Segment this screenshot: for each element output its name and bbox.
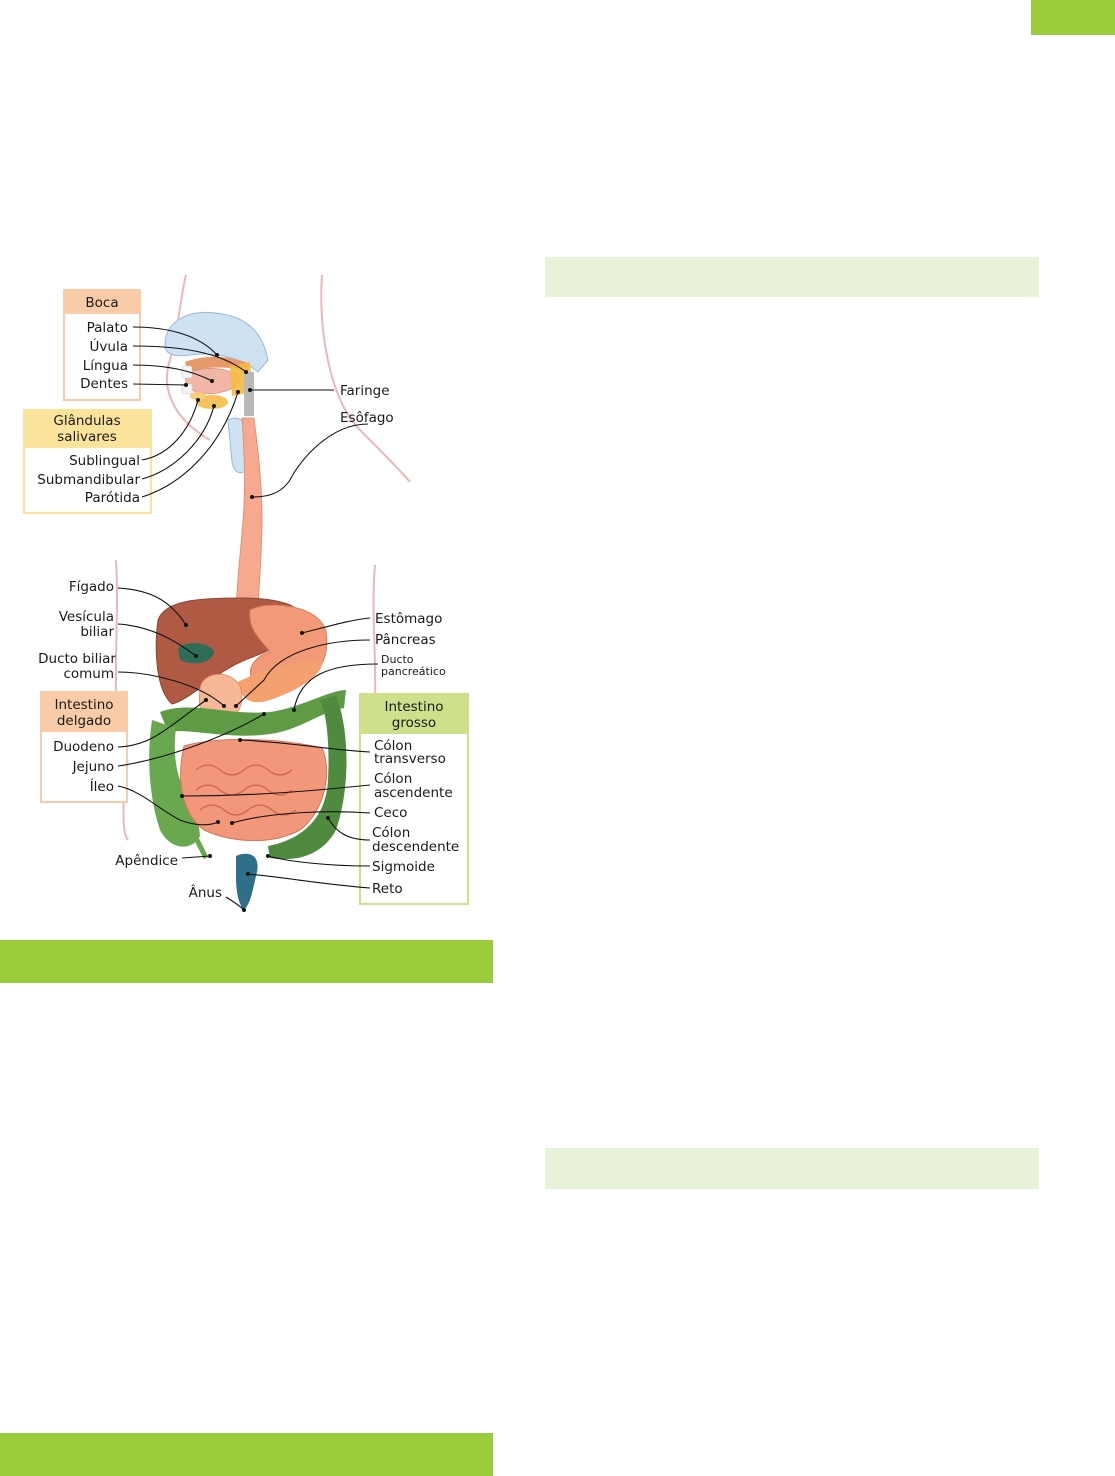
label-ceco: Ceco — [374, 805, 407, 821]
grosso-title-1: Intestino — [384, 699, 443, 715]
label-box-intestino-delgado: Intestino delgado — [40, 691, 128, 803]
label-ducto-pancreatico-2: pancreático — [381, 665, 446, 678]
sublingual-gland — [190, 392, 206, 400]
label-colon-transverso-1: Cólon — [374, 738, 412, 754]
pancreas — [238, 660, 323, 703]
gallbladder — [178, 643, 214, 664]
ascending-colon — [149, 720, 200, 847]
label-estomago: Estômago — [375, 611, 442, 627]
glandulas-title-1: Glândulas — [53, 413, 120, 429]
label-figado: Fígado — [69, 579, 114, 595]
transverse-colon — [160, 690, 346, 736]
label-sigmoide: Sigmoide — [372, 859, 435, 875]
label-anus: Ânus — [189, 883, 222, 901]
label-colon-ascendente-1: Cólon — [374, 771, 412, 787]
delgado-title-1: Intestino — [54, 697, 113, 713]
label-colon-descendente-2: descendente — [372, 839, 459, 855]
corner-tab — [1031, 0, 1115, 35]
grosso-title-2: grosso — [392, 715, 436, 731]
label-duodeno: Duodeno — [53, 739, 114, 755]
label-vesicula-2: biliar — [80, 624, 114, 640]
label-lingua: Língua — [83, 358, 128, 374]
label-pancreas: Pâncreas — [375, 632, 436, 648]
section-header-bar-1 — [545, 257, 1039, 297]
label-ducto-pancreatico-1: Ducto — [381, 653, 414, 666]
label-colon-transverso-2: transverso — [374, 751, 446, 767]
glandulas-title-2: salivares — [57, 429, 117, 445]
label-vesicula-1: Vesícula — [59, 609, 114, 625]
appendix — [193, 836, 209, 860]
leader-lines — [117, 326, 379, 911]
label-esofago: Esôfago — [340, 410, 394, 426]
label-box-intestino-grosso: Intestino grosso — [359, 693, 469, 905]
label-colon-descendente-1: Cólon — [372, 825, 410, 841]
label-submandibular: Submandibular — [37, 472, 140, 488]
head-organs — [164, 311, 269, 621]
label-apendice: Apêndice — [115, 853, 178, 869]
nasal-cavity — [164, 311, 269, 373]
small-intestine — [180, 738, 328, 842]
label-ileo: Íleo — [90, 778, 114, 795]
label-box-glandulas: Glândulas salivares — [23, 409, 152, 514]
leader-dots — [180, 353, 330, 912]
boca-title: Boca — [85, 295, 118, 311]
caption-bar-2 — [0, 1433, 493, 1476]
label-sublingual: Sublingual — [69, 453, 140, 469]
label-reto: Reto — [372, 881, 403, 897]
rectum — [236, 853, 258, 910]
delgado-title-2: delgado — [57, 713, 111, 729]
label-parotida: Parótida — [85, 490, 140, 506]
label-uvula: Úvula — [90, 337, 128, 355]
label-faringe: Faringe — [340, 383, 390, 399]
teeth-upper — [181, 365, 193, 379]
label-jejuno: Jejuno — [72, 759, 114, 775]
caption-bar-1 — [0, 940, 493, 983]
label-colon-ascendente-2: ascendente — [374, 785, 453, 801]
label-box-boca: Boca — [63, 289, 141, 401]
label-ducto-biliar-1: Ducto biliar — [38, 651, 116, 667]
section-header-bar-2 — [545, 1148, 1039, 1189]
label-palato: Palato — [87, 320, 128, 336]
label-ducto-biliar-2: comum — [63, 666, 114, 682]
label-dentes: Dentes — [80, 376, 128, 392]
pharynx — [244, 372, 254, 416]
